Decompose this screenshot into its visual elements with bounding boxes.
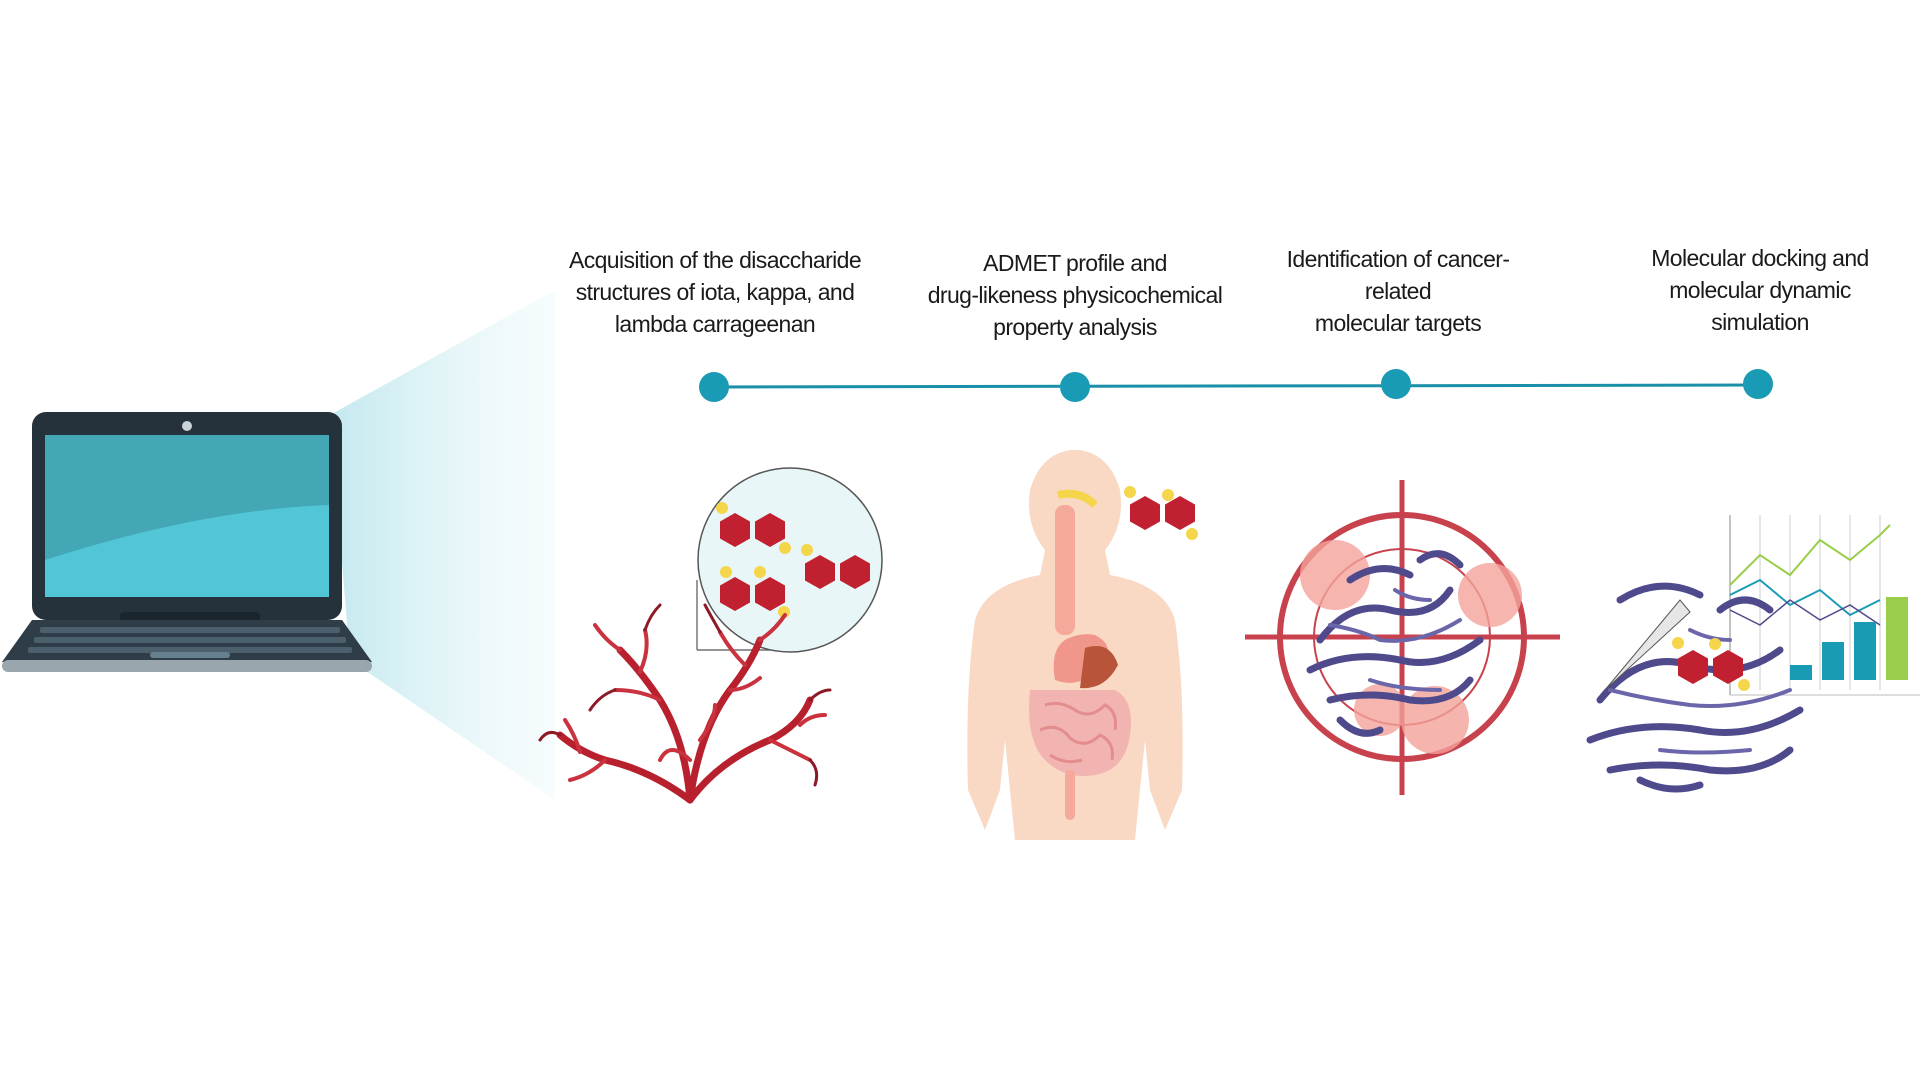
docking-chart-icon xyxy=(1586,515,1920,793)
step-1-line-3: lambda carrageenan xyxy=(614,311,816,337)
step-3-line-3: molecular targets xyxy=(1314,310,1482,336)
step-2-label: ADMET profile and drug-likeness physicoc… xyxy=(895,247,1255,343)
timeline-node-4 xyxy=(1743,369,1773,399)
step-3-label: Identification of cancer- related molecu… xyxy=(1218,243,1578,339)
laptop-icon xyxy=(2,412,372,672)
step-4-line-1: Molecular docking and xyxy=(1651,245,1869,271)
red-seaweed-disaccharide-icon xyxy=(538,467,883,804)
step-2-line-2: drug-likeness physicochemical xyxy=(927,282,1223,308)
step-2-line-1: ADMET profile and xyxy=(983,250,1167,276)
step-4-line-2: molecular dynamic xyxy=(1669,277,1851,303)
human-digestive-system-icon xyxy=(967,450,1198,840)
step-1-line-2: structures of iota, kappa, and xyxy=(575,279,855,305)
step-1-line-1: Acquisition of the disaccharide xyxy=(568,247,862,273)
protein-target-crosshair-icon xyxy=(1245,480,1560,795)
timeline-node-1 xyxy=(699,372,729,402)
step-2-line-3: property analysis xyxy=(993,314,1157,340)
light-beam xyxy=(330,290,555,800)
timeline-line xyxy=(713,383,1761,389)
step-3-line-1: Identification of cancer- xyxy=(1286,246,1510,272)
timeline-node-2 xyxy=(1060,372,1090,402)
step-4-line-3: simulation xyxy=(1711,309,1809,335)
timeline-node-3 xyxy=(1381,369,1411,399)
step-3-line-2: related xyxy=(1364,278,1432,304)
step-1-label: Acquisition of the disaccharide structur… xyxy=(535,244,895,340)
step-4-label: Molecular docking and molecular dynamic … xyxy=(1580,242,1920,338)
